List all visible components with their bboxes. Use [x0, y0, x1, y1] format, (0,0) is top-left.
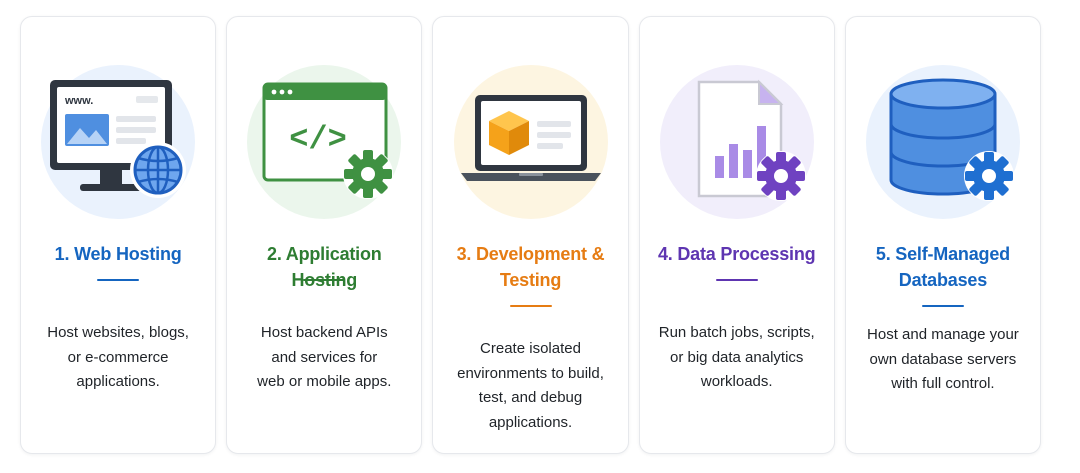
card-development-testing: 3. Development & Testing Create isolated…: [432, 16, 629, 454]
icon-area: </>: [247, 65, 402, 219]
laptop-cube-icon: [460, 95, 601, 181]
icon-area: [453, 65, 608, 219]
icon-area: [865, 65, 1020, 219]
card-description: Create isolated environments to build, t…: [457, 340, 604, 431]
card-data-processing: 4. Data Processing Run batch jobs, scrip…: [638, 16, 835, 454]
title-underline: [921, 305, 964, 307]
icon-area: www.: [41, 65, 196, 219]
code-window-gear-icon: </>: [262, 82, 394, 199]
card-title: 2. Application Hosting: [267, 244, 382, 290]
icon-area: [659, 65, 814, 219]
use-case-cards: www. 1. Web H: [20, 16, 1042, 454]
svg-text:www.: www.: [64, 95, 93, 107]
chart-document-gear-icon: [697, 79, 806, 201]
title-underline: [509, 305, 552, 307]
title-underline: [715, 279, 758, 281]
title-underline: [303, 279, 346, 281]
card-web-hosting: www. 1. Web H: [20, 16, 217, 454]
card-title: 1. Web Hosting: [54, 244, 182, 264]
card-title: 5. Self-Managed Databases: [875, 244, 1010, 290]
svg-text:</>: </>: [289, 121, 347, 158]
card-description: Host and manage your own database server…: [867, 326, 1019, 392]
card-description: Run batch jobs, scripts, or big data ana…: [658, 324, 815, 390]
monitor-globe-icon: www.: [50, 80, 187, 198]
card-application-hosting: </>: [226, 16, 423, 454]
card-self-managed-databases: 5. Self-Managed Databases Host and manag…: [844, 16, 1042, 454]
card-title: 3. Development & Testing: [456, 244, 605, 290]
card-title: 4. Data Processing: [657, 244, 816, 264]
card-description: Host websites, blogs, or e-commerce appl…: [47, 324, 189, 390]
database-gear-icon: [889, 78, 1014, 201]
card-description: Host backend APIs and services for web o…: [257, 324, 392, 390]
title-underline: [97, 279, 140, 281]
